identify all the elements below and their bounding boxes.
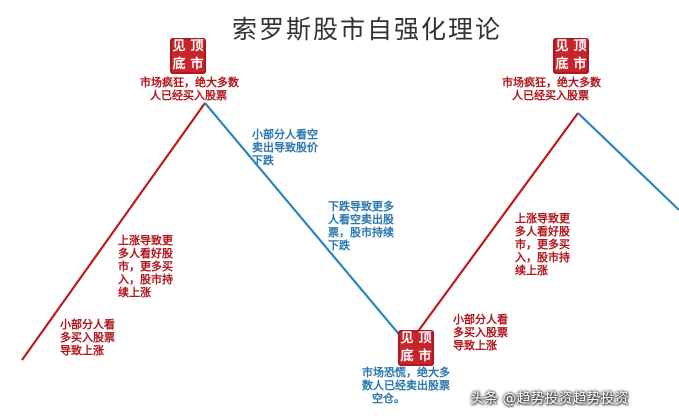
note-line: 上涨导致更	[515, 212, 570, 225]
note-rising-start-2: 小部分人看 多买入股票 导致上涨	[453, 313, 508, 352]
watermark: 头条 @趋势投资趋势投资	[470, 391, 629, 407]
seal-char: 底	[555, 57, 569, 72]
seal-char: 见	[172, 39, 186, 54]
note-line: 小部分人看	[453, 313, 508, 326]
note-line: 入，股市持	[118, 273, 173, 286]
note-line: 小部分人看空	[252, 128, 318, 141]
falling-line-1	[204, 102, 409, 346]
note-rising-2: 上涨导致更 多人看好股 市，更多买 入，股市持 续上涨	[515, 212, 570, 277]
seal-char: 见	[555, 39, 569, 54]
note-line: 续上涨	[515, 264, 548, 277]
note-line: 下跌	[252, 154, 274, 167]
seal-char: 顶	[190, 39, 204, 54]
note-line: 空仓。	[372, 392, 405, 405]
note-line: 数人已经卖出股票	[362, 379, 450, 392]
note-line: 多买入股票	[60, 331, 115, 344]
note-line: 市场疯狂，绝大多数	[502, 76, 601, 89]
seal-stamp-bottom: 见 顶 底 市	[398, 330, 434, 366]
note-line: 人已经买入股票	[512, 89, 589, 102]
note-line: 下跌	[328, 239, 350, 252]
note-line: 人看空卖出股	[328, 213, 394, 226]
note-line: 市场疯狂，绝大多数	[140, 76, 239, 89]
note-rising-start-1: 小部分人看 多买入股票 导致上涨	[60, 318, 115, 357]
note-rising-1: 上涨导致更 多人看好股 市，更多买 入，股市持 续上涨	[118, 234, 173, 299]
seal-char: 底	[400, 349, 414, 364]
note-peak-1: 市场疯狂，绝大多数 人已经买入股票	[140, 76, 239, 102]
note-line: 续上涨	[118, 286, 151, 299]
seal-char: 顶	[418, 331, 432, 346]
falling-line-2	[577, 112, 679, 211]
diagram-title: 索罗斯股市自强化理论	[232, 15, 503, 44]
seal-stamp-peak-2: 见 顶 底 市	[553, 38, 589, 74]
seal-char: 市	[190, 57, 204, 72]
seal-char: 顶	[573, 39, 587, 54]
rising-line-1	[21, 102, 206, 361]
note-line: 小部分人看	[60, 318, 115, 331]
note-line: 多人看好股	[118, 247, 173, 260]
note-falling-1: 小部分人看空 卖出导致股价 下跌	[252, 128, 318, 167]
note-falling-2: 下跌导致更多 人看空卖出股 票，股市持续 下跌	[328, 200, 394, 252]
seal-char: 底	[172, 57, 186, 72]
note-line: 上涨导致更	[118, 234, 173, 247]
note-line: 市，更多买	[118, 260, 173, 273]
note-line: 多买入股票	[453, 326, 508, 339]
note-line: 市，更多买	[515, 238, 570, 251]
rising-line-2	[407, 112, 579, 346]
seal-stamp-peak-1: 见 顶 底 市	[170, 38, 206, 74]
note-line: 人已经买入股票	[150, 89, 227, 102]
note-line: 多人看好股	[515, 225, 570, 238]
note-peak-2: 市场疯狂，绝大多数 人已经买入股票	[502, 76, 601, 102]
note-line: 市场恐慌，绝大多	[362, 366, 450, 379]
seal-char: 市	[418, 349, 432, 364]
note-line: 导致上涨	[60, 344, 104, 357]
note-line: 卖出导致股价	[252, 141, 318, 154]
note-line: 下跌导致更多	[328, 200, 394, 213]
note-bottom: 市场恐慌，绝大多 数人已经卖出股票 空仓。	[362, 366, 450, 405]
note-line: 入，股市持	[515, 251, 570, 264]
seal-char: 市	[573, 57, 587, 72]
note-line: 票，股市持续	[328, 226, 394, 239]
seal-char: 见	[400, 331, 414, 346]
note-line: 导致上涨	[453, 339, 497, 352]
